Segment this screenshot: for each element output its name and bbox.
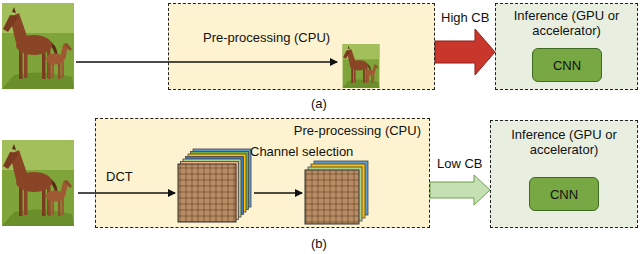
preprocessed-image	[343, 44, 380, 88]
flow-arrow	[76, 61, 337, 62]
step-label: Channel selection	[250, 144, 353, 159]
preprocessing-region: Pre-processing (CPU)	[168, 3, 435, 90]
panel-label: (b)	[311, 236, 327, 251]
region-fill	[490, 120, 638, 228]
block-arrow	[435, 29, 495, 75]
panel-label: (a)	[311, 96, 327, 111]
dct-channel-stack	[178, 149, 251, 222]
edge-label: High CB	[439, 10, 491, 25]
region-heading: Inference (GPU or accelerator)	[502, 8, 631, 38]
cnn-label: CNN	[550, 187, 578, 202]
cnn-label: CNN	[553, 58, 581, 73]
input-image	[2, 3, 74, 89]
region-fill	[95, 118, 430, 228]
flow-arrow	[254, 192, 302, 193]
input-image	[2, 140, 74, 226]
cnn-box: CNN	[532, 48, 602, 82]
inference-region: Inference (GPU or accelerator) CNN	[490, 120, 638, 228]
channel-layer	[305, 170, 359, 224]
inference-region: Inference (GPU or accelerator) CNN	[495, 3, 638, 90]
selected-channel-stack	[305, 161, 368, 224]
region-heading: Inference (GPU or accelerator)	[497, 127, 631, 157]
edge-label: Low CB	[435, 156, 485, 171]
region-heading: Pre-processing (CPU)	[203, 30, 434, 45]
flow-arrow	[78, 192, 175, 193]
block-arrow	[430, 175, 490, 205]
preprocessing-region: Pre-processing (CPU)	[95, 118, 430, 228]
step-label: DCT	[106, 169, 133, 184]
cnn-box: CNN	[529, 177, 599, 211]
channel-layer	[178, 164, 236, 222]
region-fill	[495, 3, 638, 90]
region-fill	[168, 3, 435, 90]
region-heading: Pre-processing (CPU)	[96, 123, 421, 138]
